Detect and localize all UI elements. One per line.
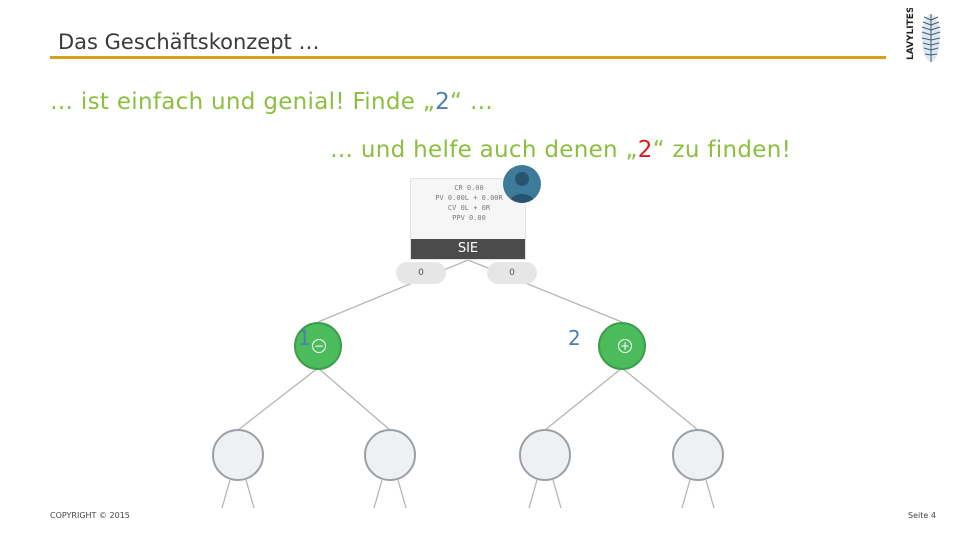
empty-position-node[interactable] [364, 429, 416, 481]
svg-text:LAVYLITES: LAVYLITES [906, 8, 916, 60]
empty-position-node[interactable] [519, 429, 571, 481]
headline-line-2-number: 2 [637, 137, 653, 163]
right-leg-count: 0 [487, 262, 537, 284]
stat-line: CR 0.00 [454, 184, 484, 192]
member-name-bar: SIE [411, 239, 525, 259]
right-node-number: 2 [568, 326, 581, 350]
right-partner-node[interactable]: + [598, 322, 646, 370]
headline-line-1: … ist einfach und genial! Finde „2“ … [50, 89, 493, 115]
empty-position-node[interactable] [672, 429, 724, 481]
empty-position-node[interactable] [212, 429, 264, 481]
member-stats: CR 0.00 PV 0.00L + 0.00R CV 0L + 0R PPV … [411, 183, 527, 223]
stat-line: PV 0.00L + 0.00R [435, 194, 503, 202]
title-underline [50, 56, 886, 59]
collapse-icon[interactable]: − [312, 339, 326, 353]
left-partner-node[interactable]: − [294, 322, 342, 370]
stat-line: PPV 0.00 [452, 214, 486, 222]
page-number: Seite 4 [908, 511, 936, 520]
avatar-icon [503, 165, 541, 203]
headline-line-2-prefix: … und helfe auch denen „ [330, 137, 638, 163]
expand-icon[interactable]: + [618, 339, 632, 353]
company-logo: LAVYLITES [900, 7, 944, 66]
headline-line-1-number: 2 [435, 89, 450, 115]
headline-line-2-suffix: “ zu finden! [652, 137, 792, 163]
stat-line: CV 0L + 0R [447, 204, 491, 212]
headline-line-2: … und helfe auch denen „2“ zu finden! [330, 137, 791, 163]
left-node-number: 1 [298, 326, 311, 350]
headline-line-1-suffix: “ … [450, 89, 494, 115]
left-leg-count: 0 [396, 262, 446, 284]
copyright-text: COPYRIGHT © 2015 [50, 511, 130, 520]
page-title: Das Geschäftskonzept … [58, 30, 320, 54]
headline-line-1-prefix: … ist einfach und genial! Finde „ [50, 89, 436, 115]
